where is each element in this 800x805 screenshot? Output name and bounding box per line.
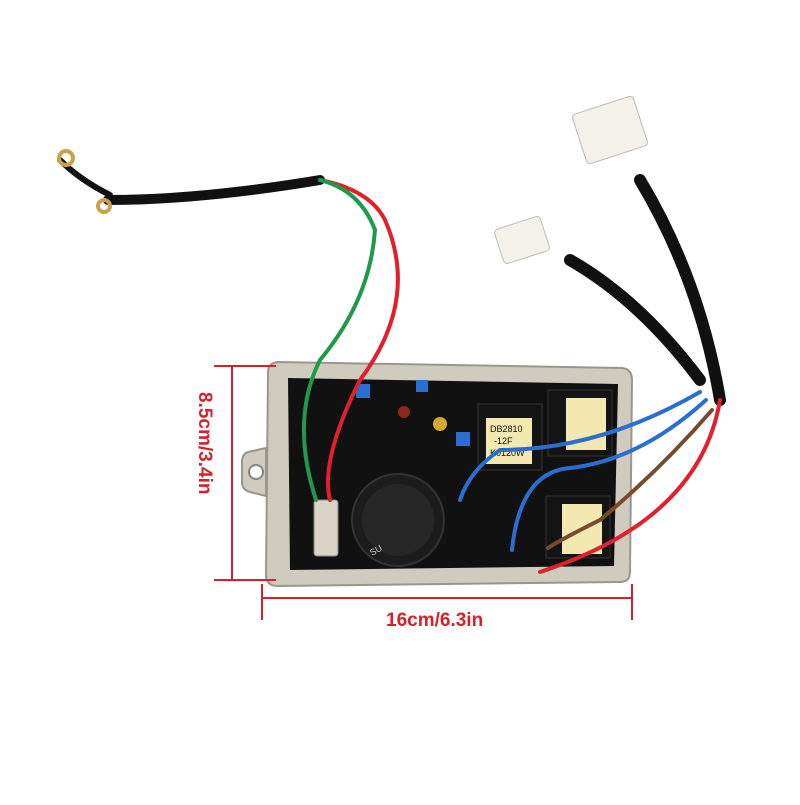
fuse xyxy=(313,499,339,557)
dimension-lines xyxy=(214,365,633,620)
trimmer-potentiometer xyxy=(456,432,470,446)
capacitor-label: -12F xyxy=(494,436,513,446)
connector-2pin xyxy=(494,216,550,264)
width-dimension-label: 16cm/6.3in xyxy=(386,610,484,631)
diode xyxy=(398,406,410,418)
capacitor-label: DB2810 xyxy=(490,424,523,434)
ring-terminal xyxy=(57,149,75,167)
trimmer-potentiometer xyxy=(433,417,447,431)
trimmer-potentiometer xyxy=(416,380,428,392)
trimmer-potentiometer xyxy=(356,384,370,398)
wiring xyxy=(57,157,726,574)
ring-terminal xyxy=(96,198,112,214)
bridge-rectifier: SU xyxy=(351,473,445,567)
capacitor-label: K0120W xyxy=(490,448,525,458)
connector-6pin xyxy=(572,95,648,165)
height-dimension-label: 8.5cm/3.4in xyxy=(194,392,215,495)
